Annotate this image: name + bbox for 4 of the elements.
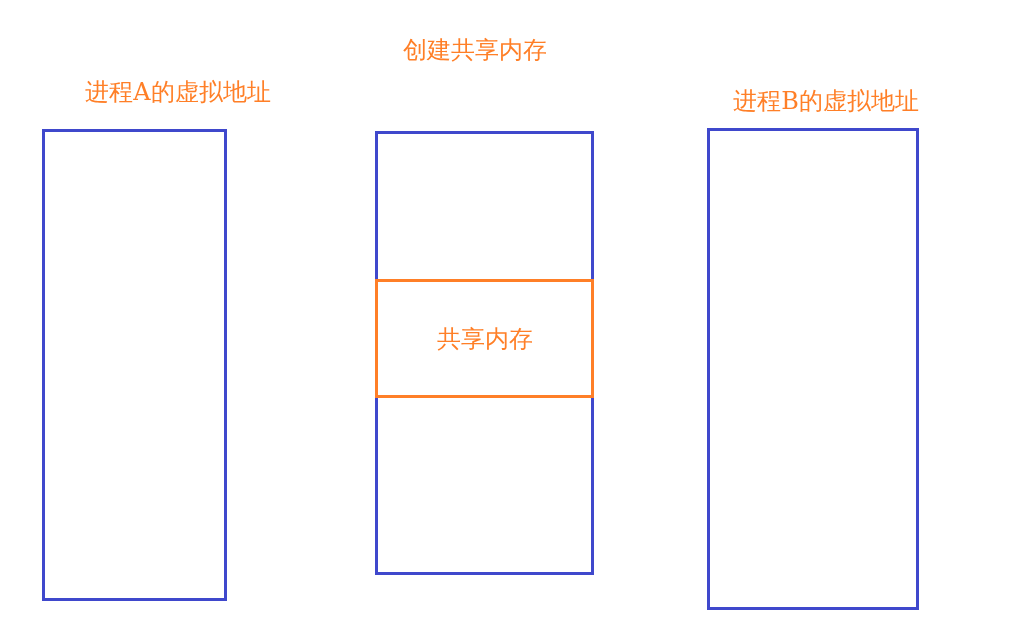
box-heading: 进程B的虚拟地址 — [733, 86, 919, 116]
box-heading: 创建共享内存 — [403, 35, 547, 65]
box-heading: 进程A的虚拟地址 — [85, 77, 271, 107]
shared-memory-box: 共享内存 — [375, 279, 594, 398]
